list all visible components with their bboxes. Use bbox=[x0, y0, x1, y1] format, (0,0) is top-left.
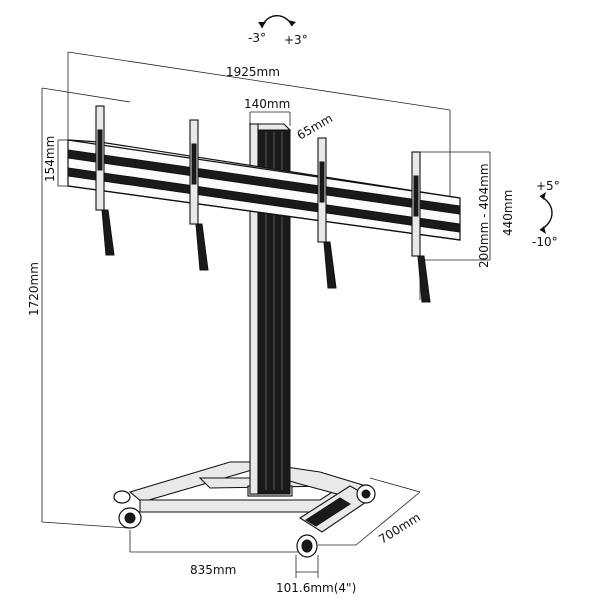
caster-rear-right bbox=[356, 484, 376, 504]
caster-rear-left bbox=[118, 507, 142, 529]
vesa-range-label: 200mm - 404mm bbox=[477, 163, 491, 268]
bracket-height-label: 440mm bbox=[501, 190, 515, 236]
caster-left-front bbox=[113, 490, 131, 504]
base-depth-label: 700mm bbox=[376, 510, 423, 546]
caster-front bbox=[296, 534, 318, 558]
column-depth-label: 65mm bbox=[295, 111, 335, 142]
horizontal-mounting-bar bbox=[67, 139, 461, 241]
vesa-bracket-4 bbox=[411, 151, 431, 303]
tilt-minus-side-label: -10° bbox=[532, 235, 558, 249]
caster-dimension bbox=[295, 555, 319, 578]
caster-size-label: 101.6mm(4") bbox=[276, 581, 356, 595]
overall-height-dimension bbox=[41, 87, 131, 529]
vesa-bracket-3 bbox=[317, 137, 337, 289]
column-width-label: 140mm bbox=[244, 97, 290, 111]
tilt-plus-side-label: +5° bbox=[536, 179, 560, 193]
side-tilt-arrow-icon bbox=[539, 192, 553, 234]
tilt-plus-top-label: +3° bbox=[284, 33, 308, 47]
bar-height-label: 154mm bbox=[43, 136, 57, 182]
base-width-label: 835mm bbox=[190, 563, 236, 577]
overall-width-label: 1925mm bbox=[226, 65, 280, 79]
vesa-bracket-2 bbox=[189, 119, 209, 271]
top-swivel-arrow-icon bbox=[258, 15, 296, 29]
tilt-minus-top-label: -3° bbox=[248, 31, 266, 45]
overall-height-label: 1720mm bbox=[27, 262, 41, 316]
vesa-bracket-1 bbox=[95, 105, 115, 256]
base-width-dimension bbox=[129, 530, 301, 553]
base-depth-dimension bbox=[318, 477, 421, 546]
column-width-dimension bbox=[249, 111, 291, 126]
overall-width-dimension bbox=[67, 51, 451, 210]
